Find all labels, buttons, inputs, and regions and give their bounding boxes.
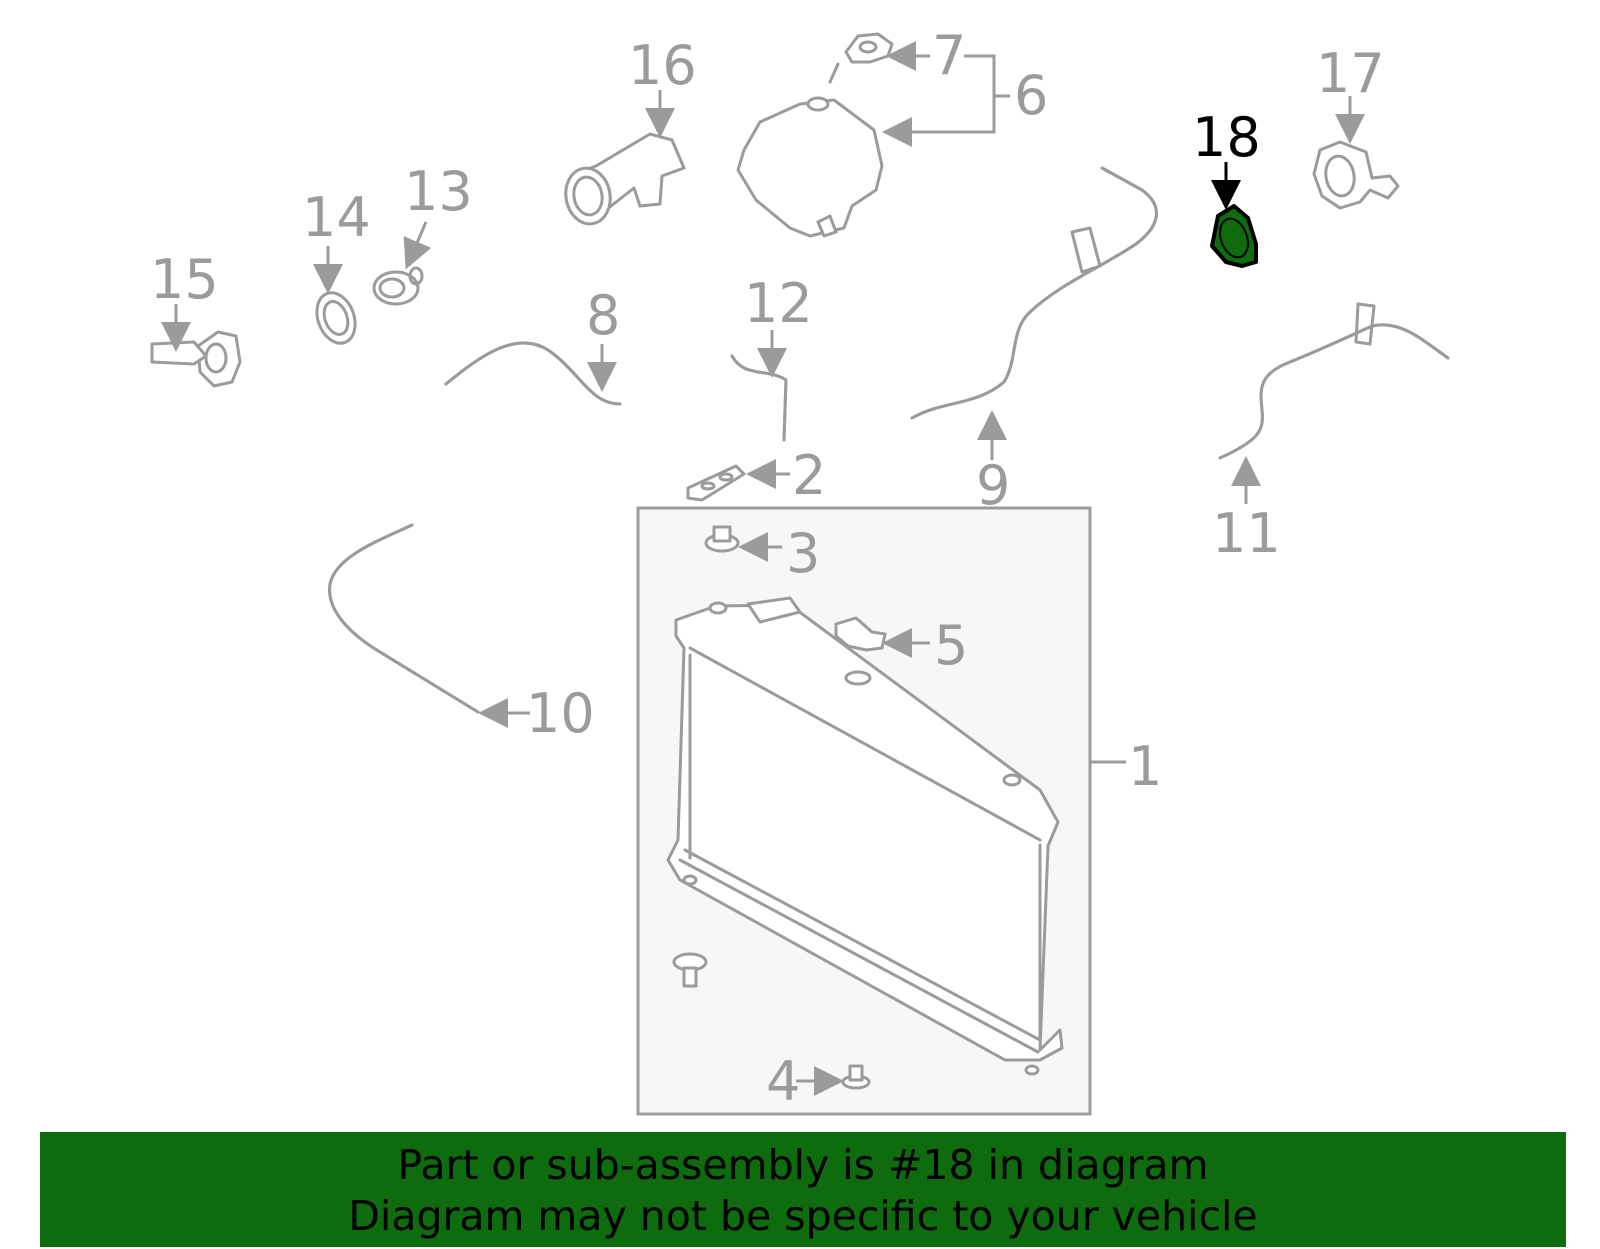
part-12-drawing xyxy=(730,354,788,442)
label-15: 15 xyxy=(150,248,219,311)
label-17: 17 xyxy=(1316,42,1385,105)
info-banner: Part or sub-assembly is #18 in diagram D… xyxy=(40,1132,1566,1247)
label-9: 9 xyxy=(976,454,1010,517)
part-13-drawing xyxy=(372,266,424,306)
label-12: 12 xyxy=(744,272,813,335)
label-6: 6 xyxy=(1014,64,1048,127)
part-10-drawing xyxy=(328,523,480,714)
part-7-drawing xyxy=(844,32,894,64)
drain-plug-drawing xyxy=(672,952,708,988)
label-10: 10 xyxy=(526,682,595,745)
part-6-drawing xyxy=(736,62,884,238)
banner-line-1: Part or sub-assembly is #18 in diagram xyxy=(397,1141,1209,1189)
radiator-drawing xyxy=(666,596,1064,1076)
part-2-drawing xyxy=(686,464,746,502)
label-4: 4 xyxy=(766,1050,800,1113)
label-18: 18 xyxy=(1192,106,1261,169)
label-8: 8 xyxy=(586,284,620,347)
part-9-drawing xyxy=(910,166,1158,420)
label-13: 13 xyxy=(404,160,473,223)
label-11: 11 xyxy=(1212,502,1281,565)
part-17-drawing xyxy=(1312,140,1400,210)
part-16-drawing xyxy=(564,132,686,226)
label-7: 7 xyxy=(932,24,966,87)
part-15-drawing xyxy=(150,330,242,388)
label-16: 16 xyxy=(628,34,697,97)
part-14-drawing xyxy=(315,291,357,345)
label-3: 3 xyxy=(786,522,820,585)
part-3-drawing xyxy=(704,525,740,553)
banner-line-2: Diagram may not be specific to your vehi… xyxy=(348,1192,1258,1240)
label-1: 1 xyxy=(1128,735,1162,798)
part-18-drawing xyxy=(1210,204,1258,268)
label-2: 2 xyxy=(792,444,826,507)
label-14: 14 xyxy=(302,186,371,249)
label-5: 5 xyxy=(934,614,968,677)
